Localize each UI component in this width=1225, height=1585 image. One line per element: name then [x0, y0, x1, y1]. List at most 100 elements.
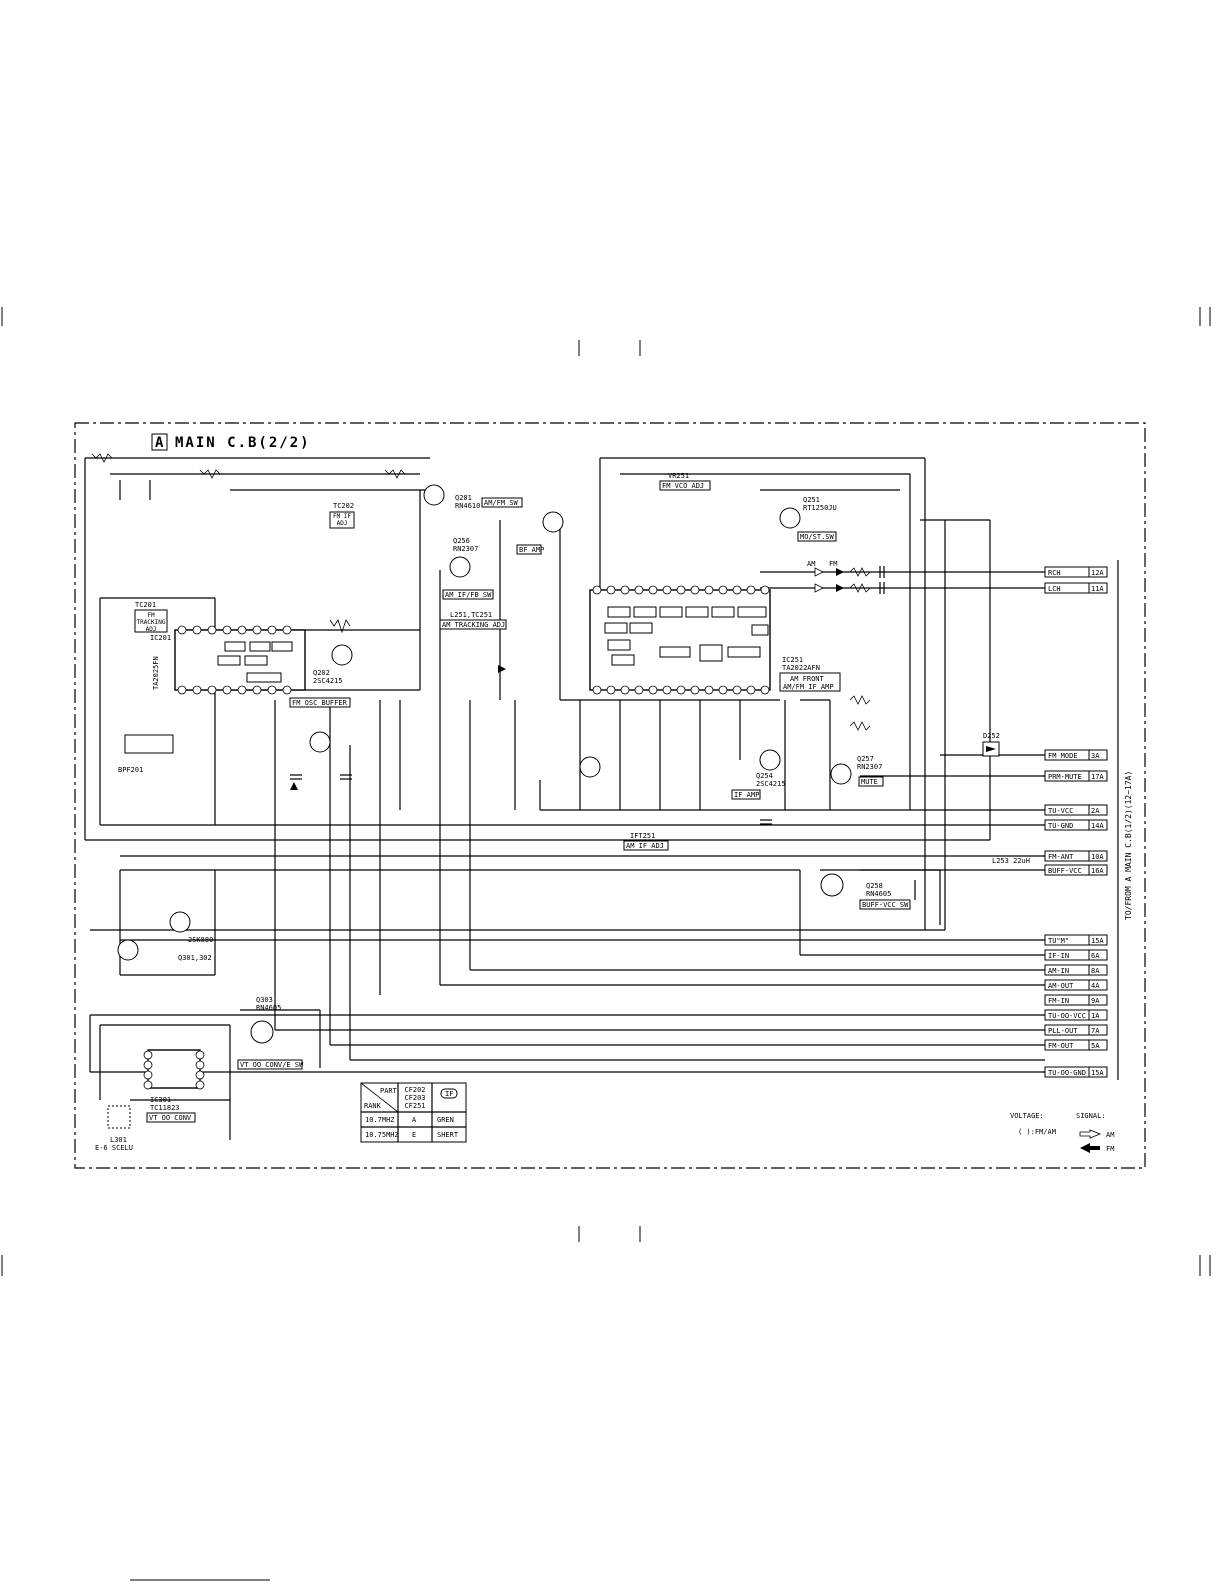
page-marks: [1, 307, 1211, 1581]
rank-header-rank: RANK: [364, 1102, 382, 1110]
svg-text:AM: AM: [1106, 1131, 1114, 1139]
connector-name: TU-OO-VCC: [1048, 1012, 1086, 1020]
connector-name: AM-IN: [1048, 967, 1069, 975]
q201-label: Q201 RN4610 AM/FM SW: [455, 494, 523, 510]
connector-3: PRM-MUTE 17A: [1044, 770, 1108, 782]
svg-text:Q258: Q258: [866, 882, 883, 890]
ic301: IC301 TC11823 VT OO CONV: [143, 1049, 205, 1123]
connector-name: FM-ANT: [1048, 853, 1074, 861]
svg-text:Q251: Q251: [803, 496, 820, 504]
q254-symbol: [759, 749, 781, 771]
connector-pin: 5A: [1091, 1042, 1100, 1050]
connector-name: RCH: [1048, 569, 1061, 577]
q257-symbol: [830, 763, 852, 785]
svg-text:RN2307: RN2307: [453, 545, 478, 553]
bpf201-ref: BPF201: [118, 766, 143, 774]
ic251-part: TA2022AFN: [782, 664, 820, 672]
connector-pin: 11A: [1091, 585, 1104, 593]
q202-symbol: [331, 644, 353, 666]
svg-text:FM OSC BUFFER: FM OSC BUFFER: [292, 699, 348, 707]
svg-text:Q257: Q257: [857, 755, 874, 763]
connector-pin: 17A: [1091, 773, 1104, 781]
svg-text:VOLTAGE:: VOLTAGE:: [1010, 1112, 1044, 1120]
ic251-ref: IC251: [782, 656, 803, 664]
tc202-ref: TC202: [333, 502, 354, 510]
connector-pin: 16A: [1091, 867, 1104, 875]
ic201-ref: IC201: [150, 634, 171, 642]
vr251-label: VR251 FM VCO ADJ: [659, 472, 711, 491]
connector-pin: 6A: [1091, 952, 1100, 960]
q202-label: Q202 2SC4215 FM OSC BUFFER: [289, 669, 351, 708]
connector-name: FM-IN: [1048, 997, 1069, 1005]
tc202: TC202 FM IF ADJ: [329, 502, 355, 529]
svg-text:Q303: Q303: [256, 996, 273, 1004]
connector-name: IF-IN: [1048, 952, 1069, 960]
svg-text:L301: L301: [110, 1136, 127, 1144]
q201-symbol: [423, 484, 445, 506]
connector-pin: 7A: [1091, 1027, 1100, 1035]
am-arrow-icon: [1079, 1129, 1102, 1139]
svg-text:( ):FM/AM: ( ):FM/AM: [1018, 1128, 1056, 1136]
q257-label: Q257 RN2307 MUTE: [857, 755, 884, 787]
svg-text:AM: AM: [807, 560, 815, 568]
connector-pin: 9A: [1091, 997, 1100, 1005]
connector-pin: 10A: [1091, 853, 1104, 861]
svg-text:RN4610: RN4610: [455, 502, 480, 510]
ic251: IC251 TA2022AFN AM FRONT AM/FM IF AMP: [589, 585, 841, 695]
svg-text:Q201: Q201: [455, 494, 472, 502]
board-title-text: MAIN C.B(2/2): [175, 435, 311, 451]
svg-text:2SC4215: 2SC4215: [313, 677, 343, 685]
q203-symbol: [309, 731, 331, 753]
svg-text:10.75MHZ: 10.75MHZ: [365, 1131, 399, 1139]
q255-symbol: [579, 756, 601, 778]
svg-text:Q254: Q254: [756, 772, 773, 780]
svg-text:Q301,302: Q301,302: [178, 954, 212, 962]
bpf201: BPF201: [118, 734, 174, 774]
board-letter: A: [155, 435, 165, 451]
q303-label: Q303 RN4605 VT OO CONV/E SW: [237, 996, 304, 1070]
svg-text:RN4605: RN4605: [256, 1004, 281, 1012]
wiring: [84, 457, 1045, 1140]
svg-text:AM FRONT: AM FRONT: [790, 675, 825, 683]
svg-text:SHERT: SHERT: [437, 1131, 459, 1139]
svg-text:IC301: IC301: [150, 1096, 171, 1104]
connector-name: TU-VCC: [1048, 807, 1073, 815]
connector-name: PLL-OUT: [1048, 1027, 1078, 1035]
svg-text:RN2307: RN2307: [857, 763, 882, 771]
connector-name: TU-GND: [1048, 822, 1073, 830]
svg-text:MUTE: MUTE: [861, 778, 878, 786]
svg-text:FM: FM: [829, 560, 837, 568]
connector-pin: 3A: [1091, 752, 1100, 760]
ift251-label: IFT251 AM IF ADJ: [623, 832, 669, 851]
connector-name: PRM-MUTE: [1048, 773, 1082, 781]
q258-symbol: [820, 873, 844, 897]
q258-label: Q258 RN4605 BUFF-VCC SW: [859, 882, 911, 910]
svg-text:GREN: GREN: [437, 1116, 454, 1124]
fm-arrow-icon: [1080, 1143, 1100, 1153]
q253-symbol: [542, 511, 564, 533]
rank-header-part: PART: [380, 1087, 398, 1095]
legend: VOLTAGE: ( ):FM/AM SIGNAL: AM FM: [1010, 1112, 1114, 1153]
ic201: IC201 TA2025FN: [150, 625, 306, 695]
svg-text:AM/FM SW: AM/FM SW: [484, 499, 519, 507]
svg-text:IFT251: IFT251: [630, 832, 655, 840]
svg-text:Q256: Q256: [453, 537, 470, 545]
svg-text:RN4605: RN4605: [866, 890, 891, 898]
passive-parts: [91, 453, 916, 900]
connector-pin: 14A: [1091, 822, 1104, 830]
svg-text:MO/ST.SW: MO/ST.SW: [800, 533, 835, 541]
connector-12: FM-IN 9A: [1044, 994, 1108, 1006]
bf-amp-tag: BF AMP: [516, 544, 544, 555]
connector-pin: 15A: [1091, 1069, 1104, 1077]
l251-label: L251,TC251 AM TRACKING ADJ: [439, 611, 507, 630]
svg-text:AM TRACKING ADJ: AM TRACKING ADJ: [442, 621, 505, 629]
svg-text:SIGNAL:: SIGNAL:: [1076, 1112, 1106, 1120]
svg-text:TC11823: TC11823: [150, 1104, 180, 1112]
rank-header-parts: CF202 CF203 CF251: [404, 1086, 426, 1110]
